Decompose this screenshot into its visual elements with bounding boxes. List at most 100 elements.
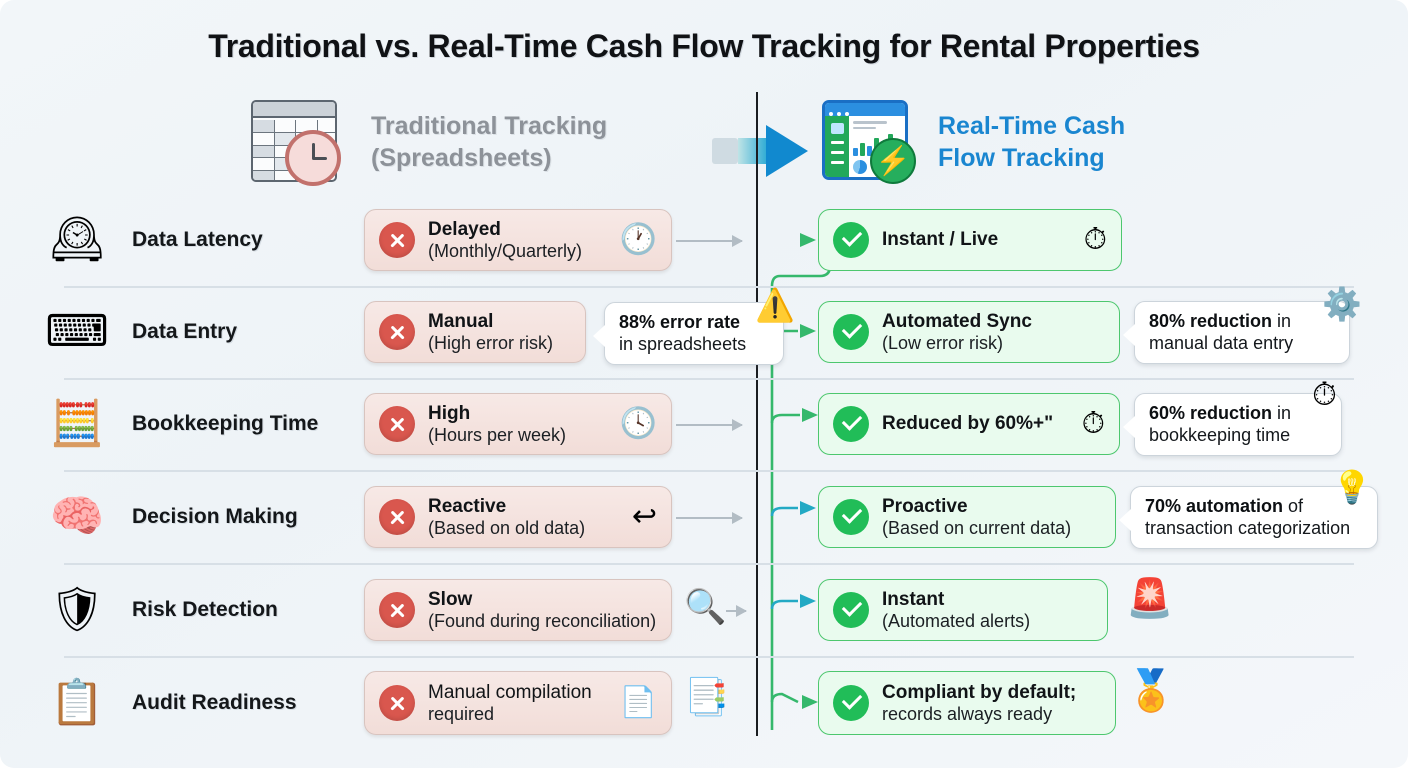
header-left-line1: Traditional Tracking — [371, 112, 608, 140]
card-title: Automated Sync — [882, 310, 1032, 332]
callout-line2: manual data entry — [1149, 332, 1294, 353]
card-subtitle: (Monthly/Quarterly) — [428, 240, 583, 261]
transition-arrow-icon — [712, 125, 808, 177]
stopwatch-teal-icon: ⏱ — [1312, 376, 1337, 412]
card-subtitle: (Hours per week) — [428, 424, 567, 445]
check-icon — [833, 406, 869, 442]
callout-rest: in — [1272, 311, 1292, 331]
check-icon — [833, 685, 869, 721]
table-row: ⌨ Data Entry Manual (High error risk) 88… — [0, 286, 1408, 380]
column-header-realtime: ⚡ Real-Time Cash Flow Tracking — [818, 96, 1125, 188]
traditional-card[interactable]: Reactive (Based on old data) ↩ — [364, 486, 672, 548]
row-label: Data Entry — [132, 320, 238, 343]
shield-radar-icon: 🛡 — [49, 585, 105, 634]
left-callout: 88% error rate in spreadsheets — [593, 302, 784, 366]
cross-icon — [379, 314, 415, 350]
alert-beacon-icon: 🚨 — [1126, 578, 1174, 620]
document-question-icon: 📄 — [619, 686, 657, 719]
stopwatch-fast-icon: ⏱ — [1081, 407, 1105, 440]
realtime-card[interactable]: Proactive (Based on current data) — [818, 486, 1116, 548]
check-icon — [833, 314, 869, 350]
row-label: Bookkeeping Time — [132, 412, 319, 435]
row-label: Risk Detection — [132, 598, 278, 621]
clock-rewind-icon: 🕓 — [619, 407, 657, 440]
card-title: Manual compilation — [428, 681, 592, 703]
brain-gears-icon: 🧠 — [49, 492, 105, 541]
card-subtitle: records always ready — [882, 703, 1053, 724]
metric-callout: 60% reduction in bookkeeping time — [1123, 393, 1342, 457]
warning-triangle-icon: ⚠️ — [755, 287, 795, 323]
spreadsheet-clock-icon — [245, 96, 355, 188]
metric-callout: 70% automation of transaction categoriza… — [1119, 486, 1378, 550]
callout-line2: in spreadsheets — [619, 333, 747, 354]
card-subtitle: (High error risk) — [428, 332, 554, 353]
traditional-card[interactable]: Delayed (Monthly/Quarterly) 🕐 — [364, 209, 672, 271]
table-row: 🧮 Bookkeeping Time High (Hours per week)… — [0, 376, 1408, 472]
callout-bold: 88% error rate — [619, 312, 741, 332]
realtime-card[interactable]: Compliant by default; records always rea… — [818, 671, 1116, 735]
magnifier-icon: 🔍 — [684, 588, 727, 626]
card-subtitle: required — [428, 703, 495, 724]
page-title: Traditional vs. Real-Time Cash Flow Trac… — [208, 28, 1200, 64]
header-left-line2: (Spreadsheets) — [371, 144, 552, 172]
lightbulb-icon: 💡 — [1332, 469, 1372, 505]
row-label: Data Latency — [132, 228, 263, 251]
check-icon — [833, 222, 869, 258]
callout-line2: bookkeeping time — [1149, 424, 1291, 445]
check-icon — [833, 592, 869, 628]
traditional-card[interactable]: High (Hours per week) 🕓 — [364, 393, 672, 455]
card-title: Delayed — [428, 218, 501, 240]
card-title: Instant / Live — [882, 228, 999, 250]
callout-line2: transaction categorization — [1145, 517, 1351, 538]
row-connector — [676, 512, 743, 524]
clipboard-check-icon: 📋 — [49, 678, 105, 727]
cross-icon — [379, 685, 415, 721]
card-subtitle: (Low error risk) — [882, 332, 1004, 353]
column-header-traditional-text: Traditional Tracking (Spreadsheets) — [371, 110, 607, 174]
clock-refresh-icon: 🕰 — [49, 215, 105, 264]
traditional-card[interactable]: Manual compilation required 📄 — [364, 671, 672, 735]
row-connector — [676, 419, 743, 431]
row-connector — [676, 235, 743, 247]
realtime-card[interactable]: Reduced by 60%+" ⏱ — [818, 393, 1120, 455]
realtime-card[interactable]: Automated Sync (Low error risk) — [818, 301, 1120, 363]
callout-rest: of — [1283, 496, 1304, 516]
card-title: Instant — [882, 588, 945, 610]
row-connector — [726, 605, 747, 617]
card-title: Manual — [428, 310, 494, 332]
card-subtitle: (Based on old data) — [428, 517, 586, 538]
cross-icon — [379, 406, 415, 442]
undo-question-icon: ↩ — [631, 500, 657, 533]
dashboard-lightning-icon: ⚡ — [818, 96, 922, 188]
table-row: 📋 Audit Readiness Manual compilation req… — [0, 657, 1408, 749]
callout-bold: 70% automation — [1145, 496, 1284, 516]
callout-bold: 80% reduction — [1149, 311, 1273, 331]
card-title: High — [428, 402, 471, 424]
cross-icon — [379, 222, 415, 258]
traditional-card[interactable]: Slow (Found during reconciliation) — [364, 579, 672, 641]
card-subtitle: (Automated alerts) — [882, 610, 1031, 631]
column-header-traditional: Traditional Tracking (Spreadsheets) — [245, 96, 607, 188]
callout-rest: in — [1272, 403, 1292, 423]
card-title: Reactive — [428, 495, 507, 517]
row-label: Decision Making — [132, 505, 298, 528]
award-ribbon-icon: 🏅 — [1126, 669, 1176, 713]
table-row: 🕰 Data Latency Delayed (Monthly/Quarterl… — [0, 194, 1408, 288]
cross-icon — [379, 499, 415, 535]
keyboard-hands-icon: ⌨ — [45, 307, 109, 356]
check-icon — [833, 499, 869, 535]
traditional-card[interactable]: Manual (High error risk) — [364, 301, 586, 363]
card-title: Compliant by default; — [882, 681, 1077, 703]
cross-icon — [379, 592, 415, 628]
header-right-line1: Real-Time Cash — [938, 112, 1126, 140]
realtime-card[interactable]: Instant (Automated alerts) — [818, 579, 1108, 641]
card-title: Slow — [428, 588, 473, 610]
column-divider — [756, 92, 758, 736]
card-title: Proactive — [882, 495, 968, 517]
table-row: 🛡 Risk Detection Slow (Found during reco… — [0, 564, 1408, 658]
card-title: Reduced by 60%+" — [882, 412, 1054, 434]
calculator-coins-icon: 🧮 — [49, 399, 105, 448]
column-header-realtime-text: Real-Time Cash Flow Tracking — [938, 110, 1125, 174]
realtime-card[interactable]: Instant / Live ⏱ — [818, 209, 1122, 271]
